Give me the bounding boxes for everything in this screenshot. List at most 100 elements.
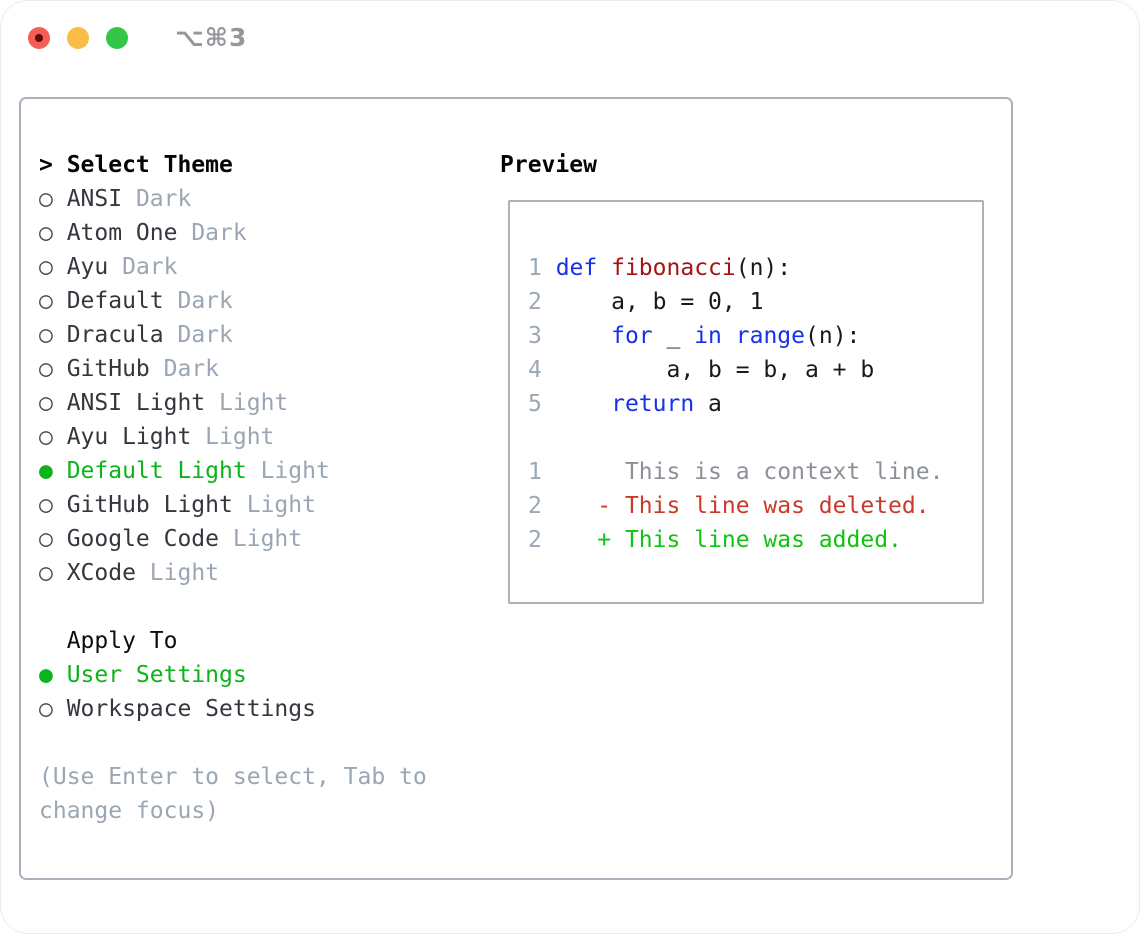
radio-icon: ○ — [39, 220, 53, 246]
preview-line: 3 for _ in range(n): — [528, 319, 982, 353]
code-token-ln: 2 — [528, 527, 556, 553]
radio-icon: ○ — [39, 492, 53, 518]
theme-option-xcode[interactable]: ○XCode Light — [39, 556, 489, 590]
radio-icon: ○ — [39, 696, 53, 722]
code-token-plain — [556, 323, 611, 349]
theme-name: ANSI Light — [66, 390, 206, 416]
theme-option-github-light[interactable]: ○ GitHub Light Light — [39, 488, 489, 522]
minimize-button[interactable] — [67, 27, 89, 49]
code-token-kw: return — [611, 391, 695, 417]
theme-variant-label: Light — [246, 492, 316, 518]
close-button[interactable] — [28, 27, 50, 49]
theme-name: Default — [66, 288, 164, 314]
select-theme-label: Select Theme — [66, 152, 233, 178]
code-token-ln: 2 — [528, 289, 556, 315]
apply-options: ●User Settings ○ Workspace Settings — [39, 658, 489, 726]
code-token-ln: 1 — [528, 459, 556, 485]
code-token-ln: 1 — [528, 255, 556, 281]
theme-name: Google Code — [66, 526, 220, 552]
theme-option-default-light[interactable]: ● Default Light Light — [39, 454, 489, 488]
theme-name: Atom One — [66, 220, 178, 246]
code-token-del: - This line was deleted. — [555, 493, 930, 519]
zoom-button[interactable] — [106, 27, 128, 49]
theme-option-ayu[interactable]: ○ Ayu Dark — [39, 250, 489, 284]
theme-options: ○ ANSI Dark ○ Atom One Dark ○ Ayu Dark ○ Defaul… — [39, 182, 489, 590]
code-token-plain: a, b = b, a + b — [555, 357, 875, 383]
preview-header: Preview — [500, 152, 597, 178]
preview-line: 2 + This line was added. — [528, 523, 982, 557]
code-token-ln: 4 — [528, 357, 556, 383]
preview-line: 2 - This line was deleted. — [528, 489, 982, 523]
code-token-plain: _ — [652, 323, 695, 349]
theme-name: Ayu Light — [66, 424, 192, 450]
theme-option-google-code[interactable]: ○Google Code Light — [39, 522, 489, 556]
theme-option-ansi[interactable]: ○ ANSI Dark — [39, 182, 489, 216]
code-token-ctx: This is a context line. — [555, 459, 944, 485]
titlebar: ⌥⌘3 — [28, 23, 248, 52]
radio-icon: ○ — [39, 186, 53, 212]
theme-option-ayu-light[interactable]: ○Ayu Light Light — [39, 420, 489, 454]
focus-caret-icon: > — [39, 152, 53, 178]
apply-option-user-settings[interactable]: ●User Settings — [39, 658, 489, 692]
code-token-fn: fibonacci — [611, 255, 736, 281]
radio-selected-icon: ● — [39, 662, 53, 688]
window-title: ⌥⌘3 — [175, 23, 248, 52]
theme-option-github[interactable]: ○GitHub Dark — [39, 352, 489, 386]
apply-option-workspace-settings[interactable]: ○ Workspace Settings — [39, 692, 489, 726]
theme-variant-label: Dark — [163, 356, 220, 382]
code-token-kw: def — [555, 255, 598, 281]
radio-icon: ○ — [39, 560, 53, 586]
theme-variant-label: Dark — [177, 288, 233, 314]
theme-variant-label: Dark — [191, 220, 247, 246]
code-token-kw: for — [611, 323, 653, 349]
theme-variant-label: Dark — [177, 322, 233, 348]
apply-option-label: Workspace Settings — [66, 696, 316, 722]
preview-line: 4 a, b = b, a + b — [528, 353, 982, 387]
apply-to-header: Apply To — [66, 628, 178, 654]
theme-variant-label: Light — [205, 424, 275, 450]
theme-name: GitHub Light — [66, 492, 233, 518]
theme-variant-label: Dark — [135, 186, 192, 212]
code-token-plain: (n): — [805, 323, 861, 349]
modified-indicator-icon — [35, 34, 43, 42]
code-token-plain: a — [694, 391, 722, 417]
radio-icon: ○ — [39, 322, 53, 348]
theme-picker-panel: >Select Theme ○ANSI Dark○Atom One Dark○A… — [19, 97, 1013, 880]
theme-variant-label: Light — [219, 390, 289, 416]
theme-name: ANSI — [66, 186, 123, 212]
theme-option-atom-one[interactable]: ○ Atom One Dark — [39, 216, 489, 250]
code-token-add: + This line was added. — [555, 527, 902, 553]
theme-name: Dracula — [66, 322, 164, 348]
preview-line: 2 a, b = 0, 1 — [528, 285, 982, 319]
code-token-plain — [597, 255, 611, 281]
preview-line: 1 This is a context line. — [528, 455, 982, 489]
radio-icon: ○ — [39, 254, 53, 280]
theme-option-dracula[interactable]: ○ Dracula Dark — [39, 318, 489, 352]
hint-text: (Use Enter to select, Tab to change focu… — [39, 764, 427, 824]
theme-variant-label: Light — [260, 458, 330, 484]
preview-blank-line — [528, 421, 982, 455]
radio-selected-icon: ● — [39, 458, 53, 484]
code-token-ln: 5 — [528, 391, 556, 417]
radio-icon: ○ — [39, 356, 53, 382]
theme-option-default[interactable]: ○ Default Dark — [39, 284, 489, 318]
theme-variant-label: Dark — [122, 254, 178, 280]
code-token-ln: 3 — [528, 323, 556, 349]
theme-list-column: >Select Theme ○ANSI Dark○Atom One Dark○A… — [39, 148, 489, 828]
code-token-kw: in — [694, 323, 722, 349]
radio-icon: ○ — [39, 390, 53, 416]
theme-variant-label: Light — [149, 560, 220, 586]
code-token-plain: a, b = 0, 1 — [555, 289, 764, 315]
theme-option-ansi-light[interactable]: ○ ANSI Light Light — [39, 386, 489, 420]
preview-line: 5 return a — [528, 387, 982, 421]
code-token-plain — [722, 323, 736, 349]
theme-variant-label: Light — [232, 526, 303, 552]
theme-name: Default Light — [66, 458, 247, 484]
theme-name: Ayu — [66, 254, 109, 280]
preview-line: 1 def fibonacci(n): — [528, 251, 982, 285]
code-token-kw: range — [735, 323, 805, 349]
radio-icon: ○ — [39, 288, 53, 314]
